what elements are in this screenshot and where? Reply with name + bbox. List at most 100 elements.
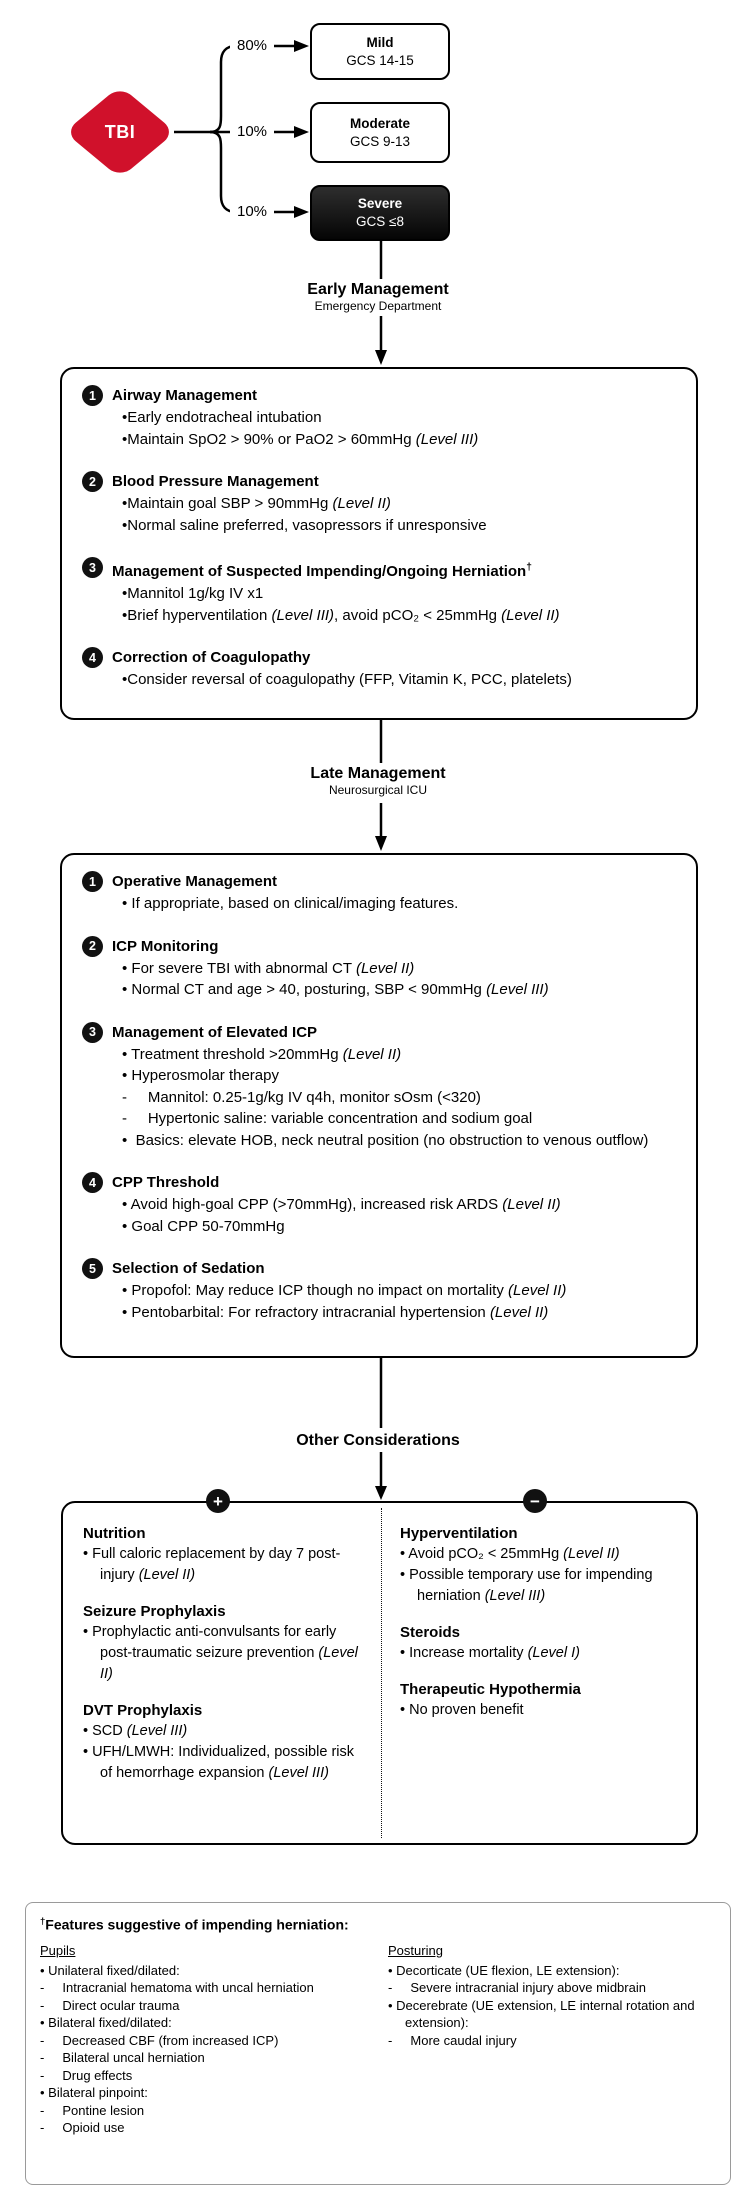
footnote-heading-pupils: Pupils (40, 1943, 76, 1959)
branch-line-mild (209, 44, 294, 134)
item-title: Management of Suspected Impending/Ongoin… (112, 562, 532, 580)
item-line: • Pentobarbital: For refractory intracra… (122, 1303, 549, 1321)
section-seizure-prophylaxis: Seizure Prophylaxis • Prophylactic anti-… (83, 1601, 368, 1685)
arrowhead-severe (294, 206, 309, 218)
section-line: • Increase mortality (Level I) (400, 1645, 580, 1661)
item-line: - Mannitol: 0.25-1g/kg IV q4h, monitor s… (122, 1088, 481, 1106)
item-line: • Treatment threshold >20mmHg (Level II) (122, 1045, 402, 1063)
section-hyperventilation: Hyperventilation • Avoid pCO₂ < 25mmHg (… (400, 1523, 684, 1607)
late-item-elevated-icp: 3 Management of Elevated ICP • Treatment… (82, 1021, 678, 1152)
footnote-line: - Pontine lesion (40, 2102, 145, 2118)
footnote-box: †Features suggestive of impending hernia… (25, 1902, 731, 2185)
section-heading: Nutrition (83, 1525, 146, 1542)
node-mild-gcs: GCS 14-15 (346, 52, 414, 68)
stage-early-title: Early Management (307, 281, 449, 298)
item-line: •Normal saline preferred, vasopressors i… (122, 516, 487, 534)
footnote-line: - More caudal injury (388, 2032, 517, 2048)
section-dvt-prophylaxis: DVT Prophylaxis • SCD (Level III) • UFH/… (83, 1700, 368, 1784)
section-heading: Steroids (400, 1624, 461, 1641)
item-line: • Basics: elevate HOB, neck neutral posi… (122, 1131, 649, 1149)
section-heading: Seizure Prophylaxis (83, 1603, 226, 1620)
branch-percent-mild: 80% (230, 37, 274, 54)
stage-early-management: Early Management Emergency Department (228, 281, 528, 313)
dotted-divider (381, 1508, 382, 1838)
footnote-line: - Bilateral uncal herniation (40, 2050, 205, 2066)
item-title: Management of Elevated ICP (112, 1023, 318, 1041)
node-mild-label: Mild (366, 34, 394, 50)
footnote-line: - Drug effects (40, 2067, 133, 2083)
arrowhead-mild (294, 40, 309, 52)
item-title: Correction of Coagulopathy (112, 649, 311, 666)
item-title: Blood Pressure Management (112, 473, 319, 490)
node-severe-gcs: GCS ≤8 (356, 214, 404, 229)
footnote-title: †Features suggestive of impending hernia… (40, 1916, 349, 1933)
section-steroids: Steroids • Increase mortality (Level I) (400, 1622, 684, 1664)
footnote-line: • Unilateral fixed/dilated: (40, 1962, 180, 1978)
footnote-heading-posturing: Posturing (388, 1943, 443, 1959)
item-line: • Goal CPP 50-70mmHg (122, 1217, 285, 1235)
section-line: • Avoid pCO₂ < 25mmHg (Level II) (400, 1546, 620, 1562)
item-number-badge: 3 (82, 1021, 103, 1043)
item-title: CPP Threshold (112, 1174, 220, 1191)
item-title: Operative Management (112, 873, 278, 890)
section-line: • UFH/LMWH: Individualized, possible ris… (83, 1744, 359, 1781)
other-considerations-title: Other Considerations (228, 1432, 528, 1450)
section-line: • Possible temporary use for impending h… (400, 1567, 657, 1604)
branch-line-severe (209, 130, 294, 214)
footnote-line: • Bilateral fixed/dilated: (40, 2015, 172, 2031)
node-moderate-label: Moderate (349, 115, 410, 131)
late-item-icp-monitoring: 2 ICP Monitoring • For severe TBI with a… (82, 935, 678, 1001)
footnote-line: - Decreased CBF (from increased ICP) (40, 2032, 279, 2048)
item-number-badge: 2 (82, 935, 103, 957)
early-item-coagulopathy: 4 Correction of Coagulopathy •Consider r… (82, 647, 678, 691)
item-line: - Hypertonic saline: variable concentrat… (122, 1110, 533, 1127)
item-title: Selection of Sedation (112, 1260, 265, 1277)
section-line: • Full caloric replacement by day 7 post… (83, 1546, 341, 1583)
footnote-line: • Bilateral pinpoint: (40, 2085, 148, 2101)
other-title-text: Other Considerations (296, 1432, 460, 1449)
early-item-blood-pressure: 2 Blood Pressure Management •Maintain go… (82, 471, 678, 536)
late-item-sedation: 5 Selection of Sedation • Propofol: May … (82, 1258, 678, 1323)
early-item-airway: 1 Airway Management •Early endotracheal … (82, 385, 678, 450)
item-title: ICP Monitoring (112, 937, 219, 955)
item-line: • If appropriate, based on clinical/imag… (122, 895, 459, 912)
node-severe: Severe GCS ≤8 (310, 185, 450, 241)
section-therapeutic-hypothermia: Therapeutic Hypothermia • No proven bene… (400, 1679, 684, 1721)
other-considerations-box: Nutrition • Full caloric replacement by … (61, 1501, 698, 1845)
plus-icon: + (206, 1489, 230, 1513)
stage-late-subtitle: Neurosurgical ICU (328, 783, 428, 797)
branch-percent-severe: 10% (230, 203, 274, 220)
item-line: • Normal CT and age > 40, posturing, SBP… (122, 981, 549, 998)
footnote-posturing-column: Posturing • Decorticate (UE flexion, LE … (388, 1942, 716, 2137)
section-heading: DVT Prophylaxis (83, 1702, 203, 1719)
node-moderate-gcs: GCS 9-13 (349, 133, 411, 149)
late-management-box: 1 Operative Management • If appropriate,… (60, 853, 698, 1358)
item-line: •Maintain SpO2 > 90% or PaO2 > 60mmHg (L… (122, 430, 479, 448)
section-heading: Therapeutic Hypothermia (400, 1681, 581, 1698)
early-item-herniation: 3 Management of Suspected Impending/Ongo… (82, 557, 678, 626)
late-item-operative: 1 Operative Management • If appropriate,… (82, 871, 678, 915)
other-positive-column: Nutrition • Full caloric replacement by … (63, 1503, 380, 1843)
item-number-badge: 4 (82, 647, 103, 668)
footnote-line: - Intracranial hematoma with uncal herni… (40, 1980, 314, 1996)
footnote-line: - Opioid use (40, 2120, 125, 2136)
arrowhead-otherbox (375, 1486, 387, 1500)
item-number-badge: 1 (82, 871, 103, 892)
node-severe-label: Severe (357, 196, 403, 212)
late-item-cpp-threshold: 4 CPP Threshold • Avoid high-goal CPP (>… (82, 1172, 678, 1237)
footnote-line: - Direct ocular trauma (40, 1997, 180, 2013)
arrowhead-earlybox (375, 350, 387, 365)
item-number-badge: 2 (82, 471, 103, 492)
section-heading: Hyperventilation (400, 1525, 518, 1542)
section-nutrition: Nutrition • Full caloric replacement by … (83, 1523, 368, 1586)
footnote-line: • Decerebrate (UE extension, LE internal… (388, 1997, 699, 2031)
section-line: • No proven benefit (400, 1702, 524, 1718)
item-line: •Mannitol 1g/kg IV x1 (122, 585, 264, 602)
item-title: Airway Management (112, 387, 258, 404)
item-line: •Maintain goal SBP > 90mmHg (Level II) (122, 495, 391, 512)
stage-late-title: Late Management (310, 765, 446, 782)
item-number-badge: 3 (82, 557, 103, 578)
item-line: • For severe TBI with abnormal CT (Level… (122, 959, 415, 977)
